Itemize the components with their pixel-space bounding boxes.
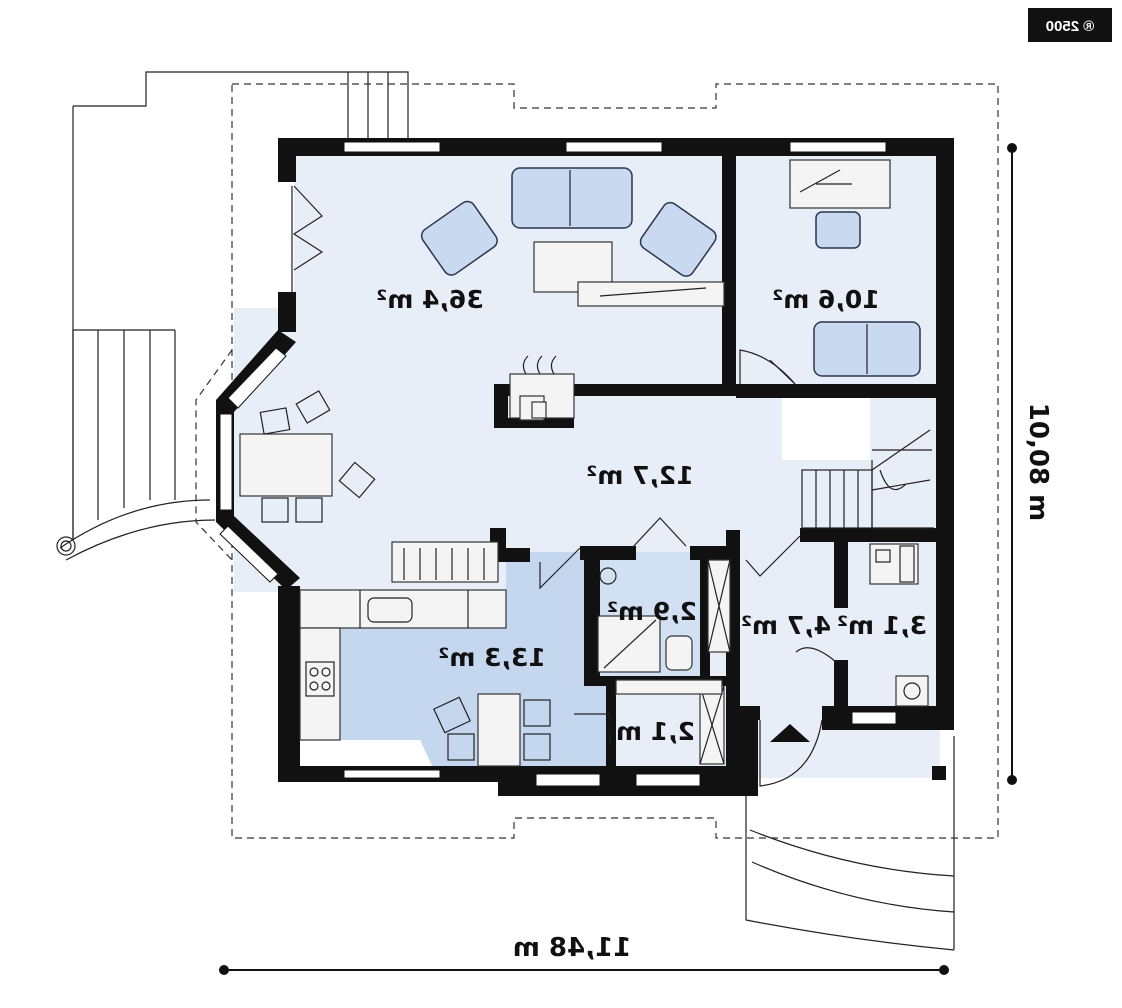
room-label-kitchen: 13,3 m² bbox=[438, 643, 545, 672]
room-label-living: 36,4 m² bbox=[376, 285, 483, 314]
bathroom-fixtures bbox=[597, 559, 731, 765]
dimension-depth-label: 10,08 m bbox=[1023, 403, 1053, 521]
bay-outline bbox=[195, 349, 233, 561]
wc-fixtures bbox=[869, 543, 929, 707]
windows bbox=[219, 141, 897, 787]
dimension-width-label: 11,48 m bbox=[513, 933, 631, 963]
doors bbox=[291, 185, 837, 787]
dimension-width: 11,48 m bbox=[219, 933, 949, 975]
living-furniture bbox=[420, 167, 725, 421]
kitchen-furniture bbox=[299, 541, 551, 767]
staircase bbox=[801, 429, 934, 529]
copyright-text: ® 2500 bbox=[1046, 18, 1095, 35]
room-label-hall: 12,7 m² bbox=[586, 461, 693, 490]
room-label-bath: 2,9 m² bbox=[607, 597, 697, 626]
copyright-badge: ® 2500 bbox=[1028, 8, 1112, 42]
dimension-depth: 10,08 m bbox=[1007, 143, 1053, 785]
room-label-wc: 3,1 m² bbox=[837, 611, 927, 640]
room-labels: 36,4 m² 10,6 m² 12,7 m² 13,3 m² 2,9 m² 4… bbox=[376, 285, 927, 746]
room-label-vestibule: 4,7 m² bbox=[741, 611, 831, 640]
room-label-study: 10,6 m² bbox=[772, 285, 879, 314]
roof-outline bbox=[231, 83, 999, 839]
terrace bbox=[56, 71, 409, 561]
dining-set bbox=[239, 390, 376, 523]
room-label-pantry: 2,1 m² bbox=[605, 717, 695, 746]
study-furniture bbox=[789, 159, 921, 377]
entrance-steps bbox=[745, 724, 955, 951]
